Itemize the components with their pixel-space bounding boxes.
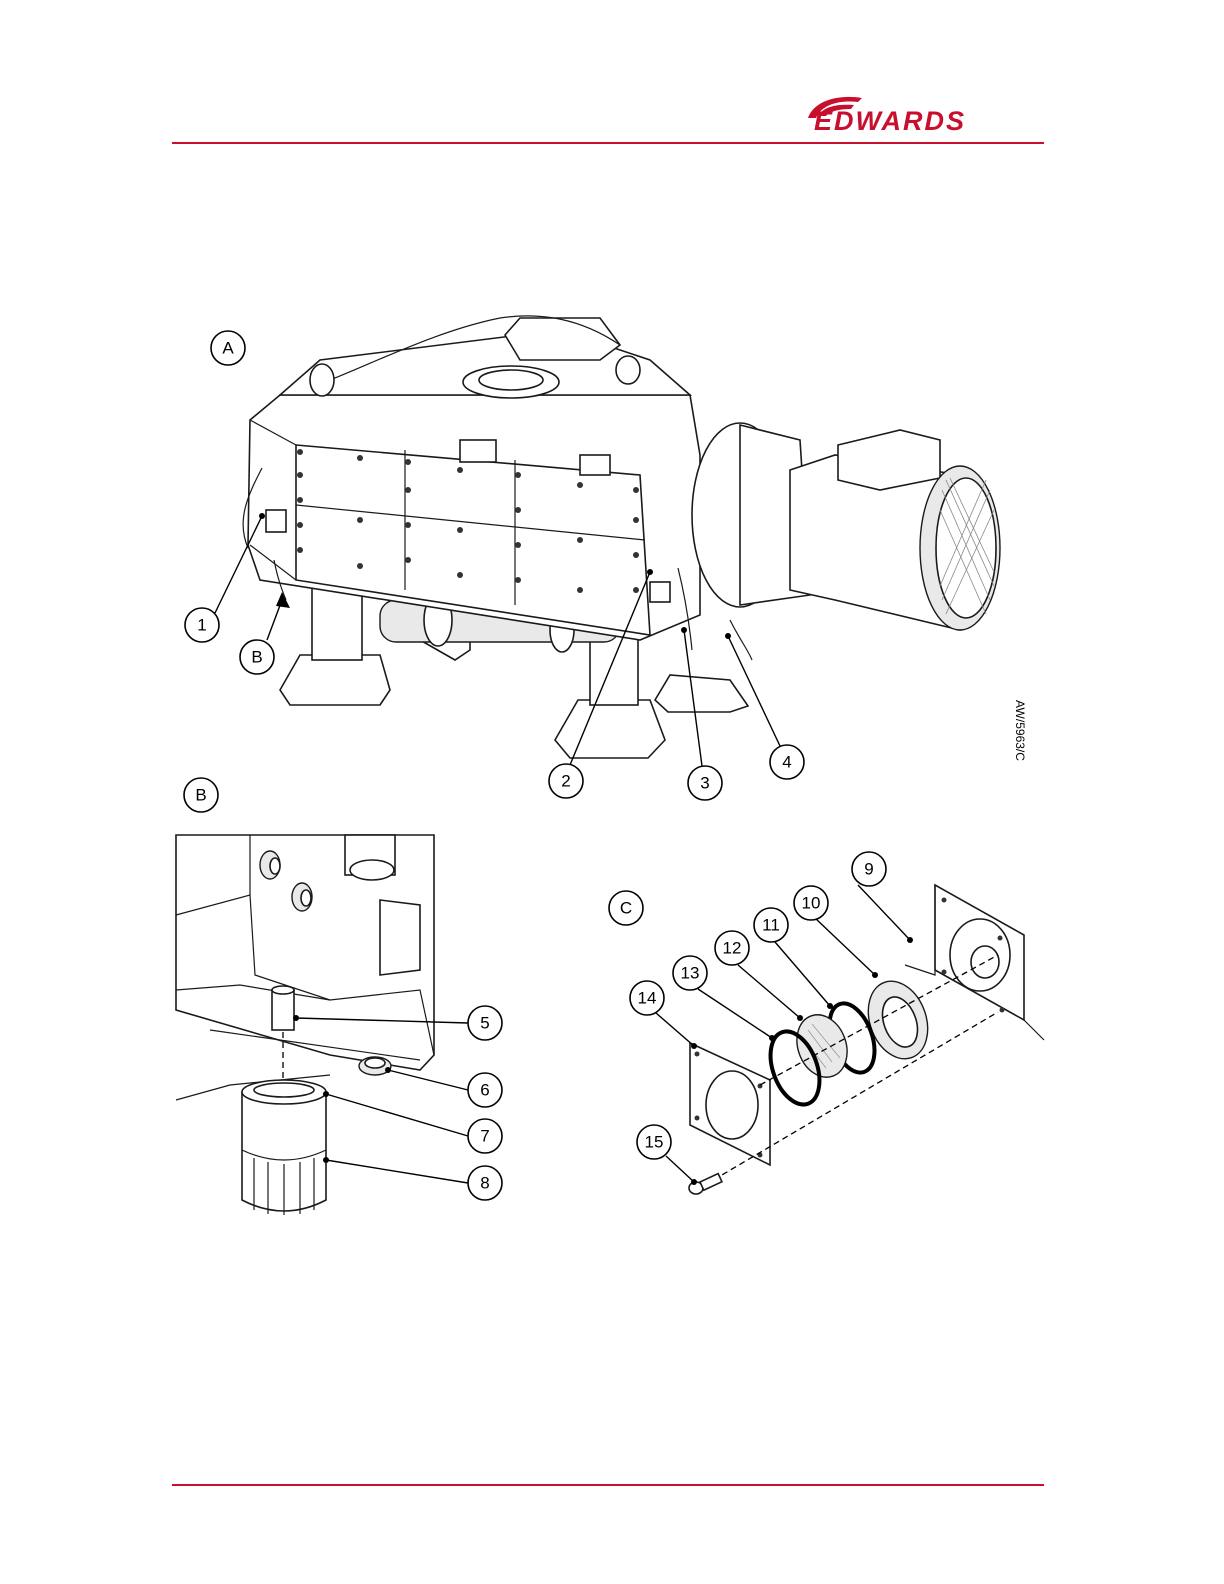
callout-1: 1 <box>185 608 219 642</box>
callout-10-text: 10 <box>802 894 821 913</box>
callout-9-text: 9 <box>864 860 873 879</box>
callout-6: 6 <box>468 1073 502 1107</box>
callout-9: 9 <box>852 852 886 886</box>
callout-10: 10 <box>794 886 828 920</box>
callout-5-text: 5 <box>480 1014 489 1033</box>
callout-15-text: 15 <box>645 1133 664 1152</box>
callout-14-text: 14 <box>638 989 657 1008</box>
view-label-b-text: B <box>195 786 206 805</box>
view-label-c-text: C <box>620 899 632 918</box>
view-a-pump-assembly <box>243 316 1000 758</box>
view-label-a-text: A <box>222 339 234 358</box>
view-label-a: A <box>211 331 245 365</box>
callout-3-text: 3 <box>700 774 709 793</box>
callout-4-text: 4 <box>782 753 791 772</box>
callout-14: 14 <box>630 981 664 1015</box>
callout-1-text: 1 <box>197 616 206 635</box>
callout-8-text: 8 <box>480 1174 489 1193</box>
callout-13-text: 13 <box>681 964 700 983</box>
callout-5: 5 <box>468 1006 502 1040</box>
callout-7-text: 7 <box>480 1127 489 1146</box>
callout-7: 7 <box>468 1119 502 1153</box>
view-label-c: C <box>609 891 643 925</box>
callout-13: 13 <box>673 956 707 990</box>
callout-6-text: 6 <box>480 1081 489 1100</box>
view-label-b: B <box>184 778 218 812</box>
view-b-oil-filter <box>176 835 434 1215</box>
arrow-b-label-text: B <box>251 648 262 667</box>
arrow-b-label: B <box>240 640 274 674</box>
callout-2-text: 2 <box>561 772 570 791</box>
callout-15: 15 <box>637 1125 671 1159</box>
callout-12-text: 12 <box>723 939 742 958</box>
figure-ref-code: AW/5963/C <box>1013 700 1027 761</box>
callout-12: 12 <box>715 931 749 965</box>
callout-11-text: 11 <box>762 916 780 935</box>
view-c-seal-assembly <box>689 885 1044 1194</box>
callout-4: 4 <box>770 745 804 779</box>
callout-8: 8 <box>468 1166 502 1200</box>
callout-3: 3 <box>688 766 722 800</box>
callout-2: 2 <box>549 764 583 798</box>
callout-11: 11 <box>754 908 788 942</box>
